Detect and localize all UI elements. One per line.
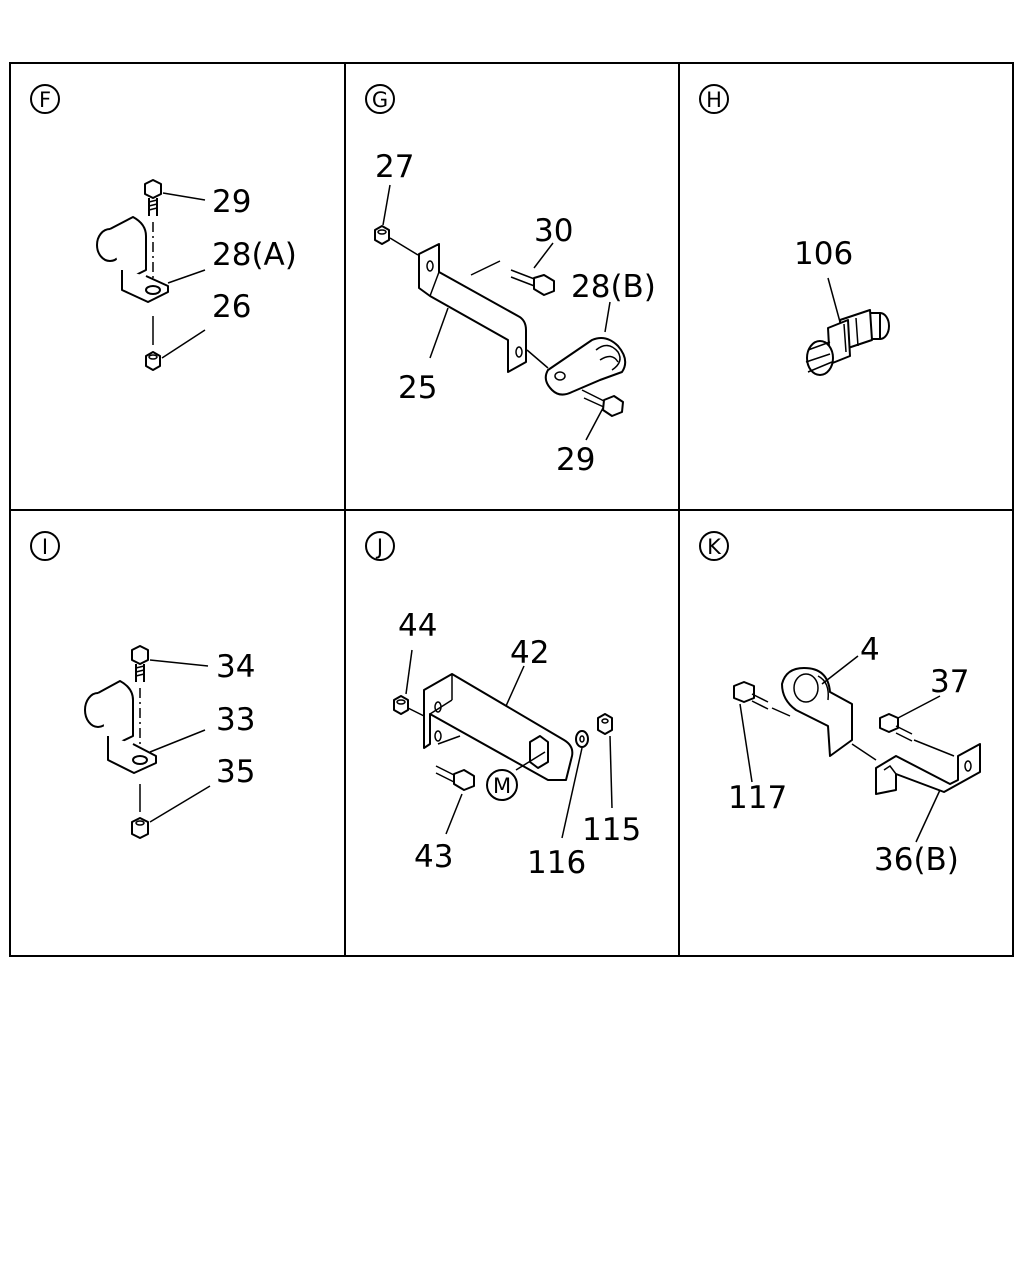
svg-text:G: G bbox=[372, 88, 388, 112]
callout-35: 35 bbox=[216, 754, 255, 790]
callout-37: 37 bbox=[930, 664, 969, 700]
panel-h: H 106 bbox=[699, 84, 890, 376]
bolt-icon bbox=[879, 713, 913, 742]
svg-text:H: H bbox=[706, 88, 722, 112]
callout-4: 4 bbox=[860, 632, 880, 668]
bracket-icon bbox=[875, 743, 981, 795]
nut-icon bbox=[131, 817, 149, 839]
svg-text:F: F bbox=[39, 88, 51, 112]
callout-28b: 28(B) bbox=[571, 269, 656, 305]
panel-label-h: H bbox=[699, 84, 729, 114]
callout-29: 29 bbox=[212, 184, 251, 220]
svg-text:K: K bbox=[707, 535, 722, 559]
washer-icon bbox=[575, 730, 589, 748]
nut-icon bbox=[145, 351, 161, 371]
callout-25: 25 bbox=[398, 370, 437, 406]
callout-115: 115 bbox=[582, 812, 641, 848]
panel-label-g: G bbox=[365, 84, 395, 114]
svg-text:J: J bbox=[375, 535, 383, 559]
callout-27: 27 bbox=[375, 149, 414, 185]
callout-117: 117 bbox=[728, 780, 787, 816]
callout-34: 34 bbox=[216, 649, 255, 685]
callout-28a: 28(A) bbox=[212, 237, 297, 273]
callout-116: 116 bbox=[527, 845, 586, 881]
callout-106: 106 bbox=[794, 236, 853, 272]
bolt-icon bbox=[733, 681, 769, 710]
panel-j: J M bbox=[365, 531, 641, 881]
nut-icon bbox=[374, 225, 390, 245]
panel-k: K 4 37 117 bbox=[699, 531, 981, 878]
bolt-icon bbox=[435, 765, 475, 791]
callout-30: 30 bbox=[534, 213, 573, 249]
callout-33: 33 bbox=[216, 702, 255, 738]
bracket-icon bbox=[423, 673, 574, 781]
marker-m: M bbox=[486, 769, 518, 801]
bolt-icon bbox=[581, 389, 624, 417]
callout-42: 42 bbox=[510, 635, 549, 671]
panel-g: G bbox=[365, 84, 656, 478]
bolt-icon bbox=[510, 269, 555, 296]
callout-26: 26 bbox=[212, 289, 251, 325]
clamp-icon bbox=[544, 337, 627, 396]
callout-44: 44 bbox=[398, 608, 437, 644]
clamp-bracket-icon bbox=[84, 680, 157, 774]
panel-f: F 29 28(A) 26 bbox=[30, 84, 297, 371]
panel-i: I 34 33 35 bbox=[30, 531, 255, 839]
clamp-icon bbox=[781, 667, 853, 757]
panel-label-i: I bbox=[30, 531, 60, 561]
hose-fitting-icon bbox=[805, 309, 890, 376]
callout-43: 43 bbox=[414, 839, 453, 875]
bolt-icon bbox=[131, 645, 149, 682]
callout-36b: 36(B) bbox=[874, 842, 959, 878]
clamp-bracket-icon bbox=[96, 216, 169, 303]
svg-text:M: M bbox=[493, 774, 511, 798]
panel-grid bbox=[9, 62, 1014, 957]
nut-icon bbox=[393, 695, 409, 715]
bolt-icon bbox=[144, 179, 162, 216]
bracket-icon bbox=[418, 243, 527, 373]
panel-label-f: F bbox=[30, 84, 60, 114]
panel-label-j: J bbox=[365, 531, 395, 561]
callout-29: 29 bbox=[556, 442, 595, 478]
svg-text:I: I bbox=[42, 535, 48, 559]
panel-label-k: K bbox=[699, 531, 729, 561]
nut-icon bbox=[597, 713, 613, 735]
